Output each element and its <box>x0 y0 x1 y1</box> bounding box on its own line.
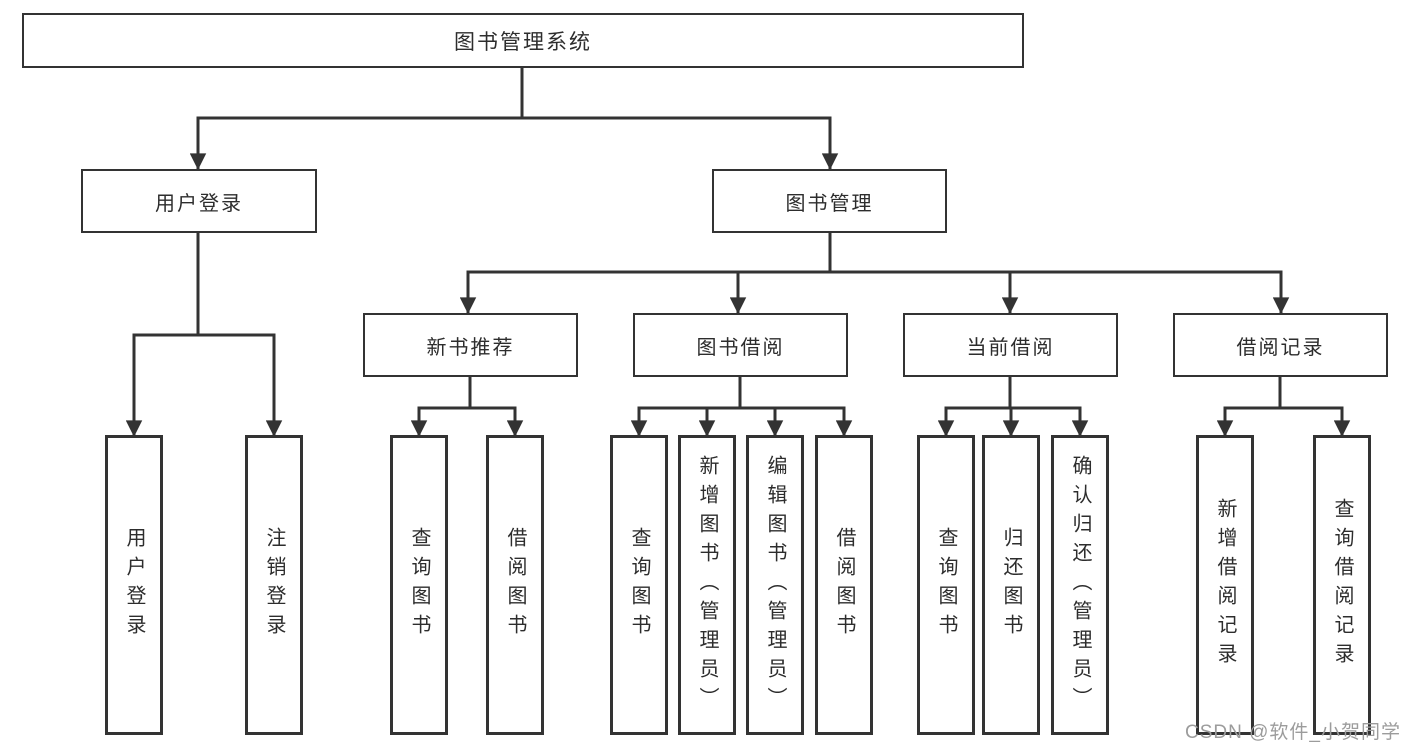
node-label: 当前借阅 <box>966 336 1055 359</box>
node-label: 借阅图书 <box>504 527 526 643</box>
leaf-cb-query-books: 查询图书 <box>917 435 975 735</box>
node-book-management: 图书管理 <box>712 169 947 233</box>
node-label: 确认归还（管理员） <box>1069 454 1091 716</box>
node-label: 借阅记录 <box>1236 336 1325 359</box>
leaf-bb-borrow-books: 借阅图书 <box>815 435 873 735</box>
leaf-logout-login: 注销登录 <box>245 435 303 735</box>
node-label: 查询图书 <box>628 527 650 643</box>
leaf-user-login: 用户登录 <box>105 435 163 735</box>
node-borrow-records: 借阅记录 <box>1173 313 1388 377</box>
node-label: 借阅图书 <box>833 527 855 643</box>
node-label: 注销登录 <box>263 527 285 643</box>
node-new-book-recommend: 新书推荐 <box>363 313 578 377</box>
leaf-bb-query-books: 查询图书 <box>610 435 668 735</box>
node-label: 图书借阅 <box>696 336 785 359</box>
node-label: 图书管理 <box>785 192 874 215</box>
node-label: 编辑图书（管理员） <box>764 454 786 716</box>
node-label: 新增借阅记录 <box>1214 498 1236 672</box>
leaf-cb-return-books: 归还图书 <box>982 435 1040 735</box>
leaf-nbr-query-books: 查询图书 <box>390 435 448 735</box>
node-label: 图书管理系统 <box>454 30 592 54</box>
leaf-br-query-record: 查询借阅记录 <box>1313 435 1371 735</box>
node-label: 用户登录 <box>155 192 243 215</box>
watermark-text: CSDN @软件_小贺同学 <box>1185 722 1401 743</box>
node-book-borrow: 图书借阅 <box>633 313 848 377</box>
leaf-cb-confirm-return-admin: 确认归还（管理员） <box>1051 435 1109 735</box>
node-label: 新书推荐 <box>426 336 515 359</box>
leaf-br-add-record: 新增借阅记录 <box>1196 435 1254 735</box>
node-user-login: 用户登录 <box>81 169 317 233</box>
node-label: 用户登录 <box>123 527 145 643</box>
leaf-nbr-borrow-books: 借阅图书 <box>486 435 544 735</box>
leaf-bb-edit-books-admin: 编辑图书（管理员） <box>746 435 804 735</box>
node-current-borrow: 当前借阅 <box>903 313 1118 377</box>
node-label: 归还图书 <box>1000 527 1022 643</box>
node-label: 查询借阅记录 <box>1331 498 1353 672</box>
node-root: 图书管理系统 <box>22 13 1024 68</box>
node-label: 新增图书（管理员） <box>696 454 718 716</box>
leaf-bb-add-books-admin: 新增图书（管理员） <box>678 435 736 735</box>
node-label: 查询图书 <box>408 527 430 643</box>
node-label: 查询图书 <box>935 527 957 643</box>
